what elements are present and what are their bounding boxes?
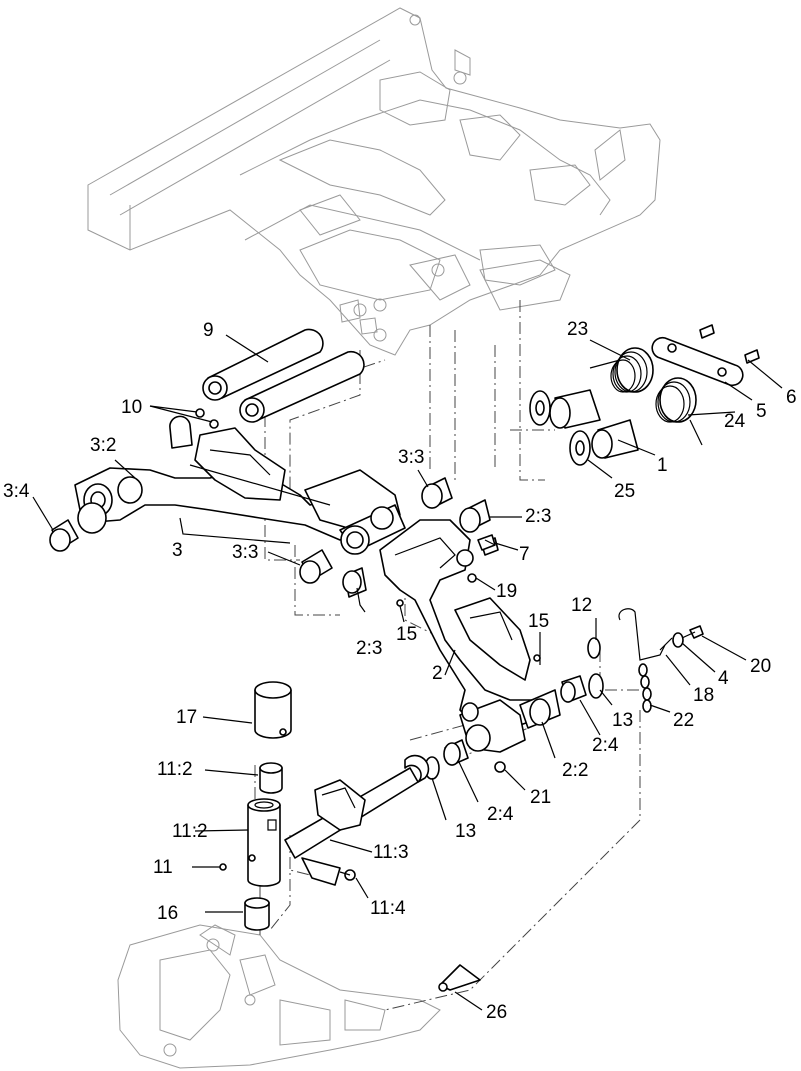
callout-25: 25: [614, 481, 635, 502]
callout-11-4: 11:3: [373, 842, 409, 863]
callout-23: 23: [567, 319, 588, 340]
callout-11-2-upper: 11:2: [157, 759, 193, 780]
bushing-2-3-left: [342, 567, 367, 598]
callout-labels: 9 10 3:2 3:4 3 3:3 3:3 2:3 2:3 7 19 15 1…: [3, 319, 797, 1023]
callout-26: 26: [486, 1002, 507, 1023]
part-3-arm: [74, 415, 406, 555]
callout-2-4-lower: 2:4: [487, 804, 514, 825]
part-2-pedal: [379, 519, 561, 773]
callout-11: 11:2: [172, 821, 208, 842]
part-7-bolt: [477, 534, 496, 551]
callout-22: 22: [673, 710, 694, 731]
part-9-rollers: [195, 328, 365, 429]
ghost-frame: [87, 7, 661, 356]
callout-18: 18: [693, 685, 714, 706]
callout-3-3-lower: 3:3: [232, 542, 258, 563]
callout-13-upper: 13: [612, 710, 633, 731]
bushing-2-3-right: [459, 499, 491, 533]
bushing-3-3-upper: [421, 477, 453, 509]
callout-1: 1: [657, 455, 668, 476]
callout-9: 9: [203, 320, 214, 341]
part-12-clip: [587, 637, 601, 659]
callout-3: 3: [172, 540, 183, 561]
bushing-2-4-upper: [560, 675, 587, 703]
part-16-pin: [301, 857, 356, 886]
callout-20: 20: [750, 656, 771, 677]
part-4-washer: [672, 632, 684, 648]
callout-2: 2: [432, 663, 443, 684]
callout-2-4-upper: 2:4: [592, 735, 619, 756]
callout-5: 5: [756, 401, 767, 422]
callout-3-3-upper: 3:3: [398, 447, 424, 468]
part-11-4-shaft: [284, 754, 430, 859]
callout-16: 11:4: [370, 898, 406, 919]
bushing-11-2-upper: [259, 762, 283, 794]
callout-15-right: 15: [528, 611, 549, 632]
part-20-bolt: [681, 625, 704, 639]
callout-21: 21: [530, 787, 551, 808]
callout-15-left: 15: [396, 624, 417, 645]
callout-11-3: 11: [153, 857, 173, 878]
part-26-clip: [438, 964, 481, 992]
callout-13-lower: 13: [455, 821, 476, 842]
callout-19: 19: [496, 581, 517, 602]
callout-2-2: 2:2: [562, 760, 588, 781]
callout-6: 6: [786, 387, 797, 408]
callout-2-3-right: 2:3: [525, 506, 551, 527]
bolt-11-3: [219, 863, 227, 871]
part-23-spring: [589, 347, 654, 393]
callout-17: 17: [176, 707, 197, 728]
callout-7: 7: [519, 544, 530, 565]
callout-12: 12: [571, 595, 592, 616]
part-11-post: [247, 798, 281, 887]
washer-13-upper: [588, 673, 604, 699]
part-17-knob: [254, 681, 292, 739]
callout-3-2: 3:2: [90, 435, 116, 456]
callout-4: 4: [718, 668, 729, 689]
part-24-spring: [655, 377, 703, 446]
callout-24: 24: [724, 411, 746, 432]
callout-11-2-lower: 16: [157, 903, 178, 924]
washers-25: [529, 390, 591, 466]
bushing-11-2-lower: [244, 897, 270, 931]
callout-3-4: 3:4: [3, 481, 30, 502]
ghost-lower-frame: [117, 924, 441, 1069]
leader-lines: [32, 334, 783, 1011]
bushing-3-4: [49, 519, 79, 552]
bushing-2-4-lower: [443, 739, 469, 766]
spacers-1: [549, 389, 639, 459]
callout-10: 10: [121, 397, 142, 418]
part-22-chain: [618, 608, 673, 713]
callout-2-3-left: 2:3: [356, 638, 382, 659]
bushing-3-3-lower: [299, 549, 333, 584]
part-5-plate: [651, 324, 760, 387]
